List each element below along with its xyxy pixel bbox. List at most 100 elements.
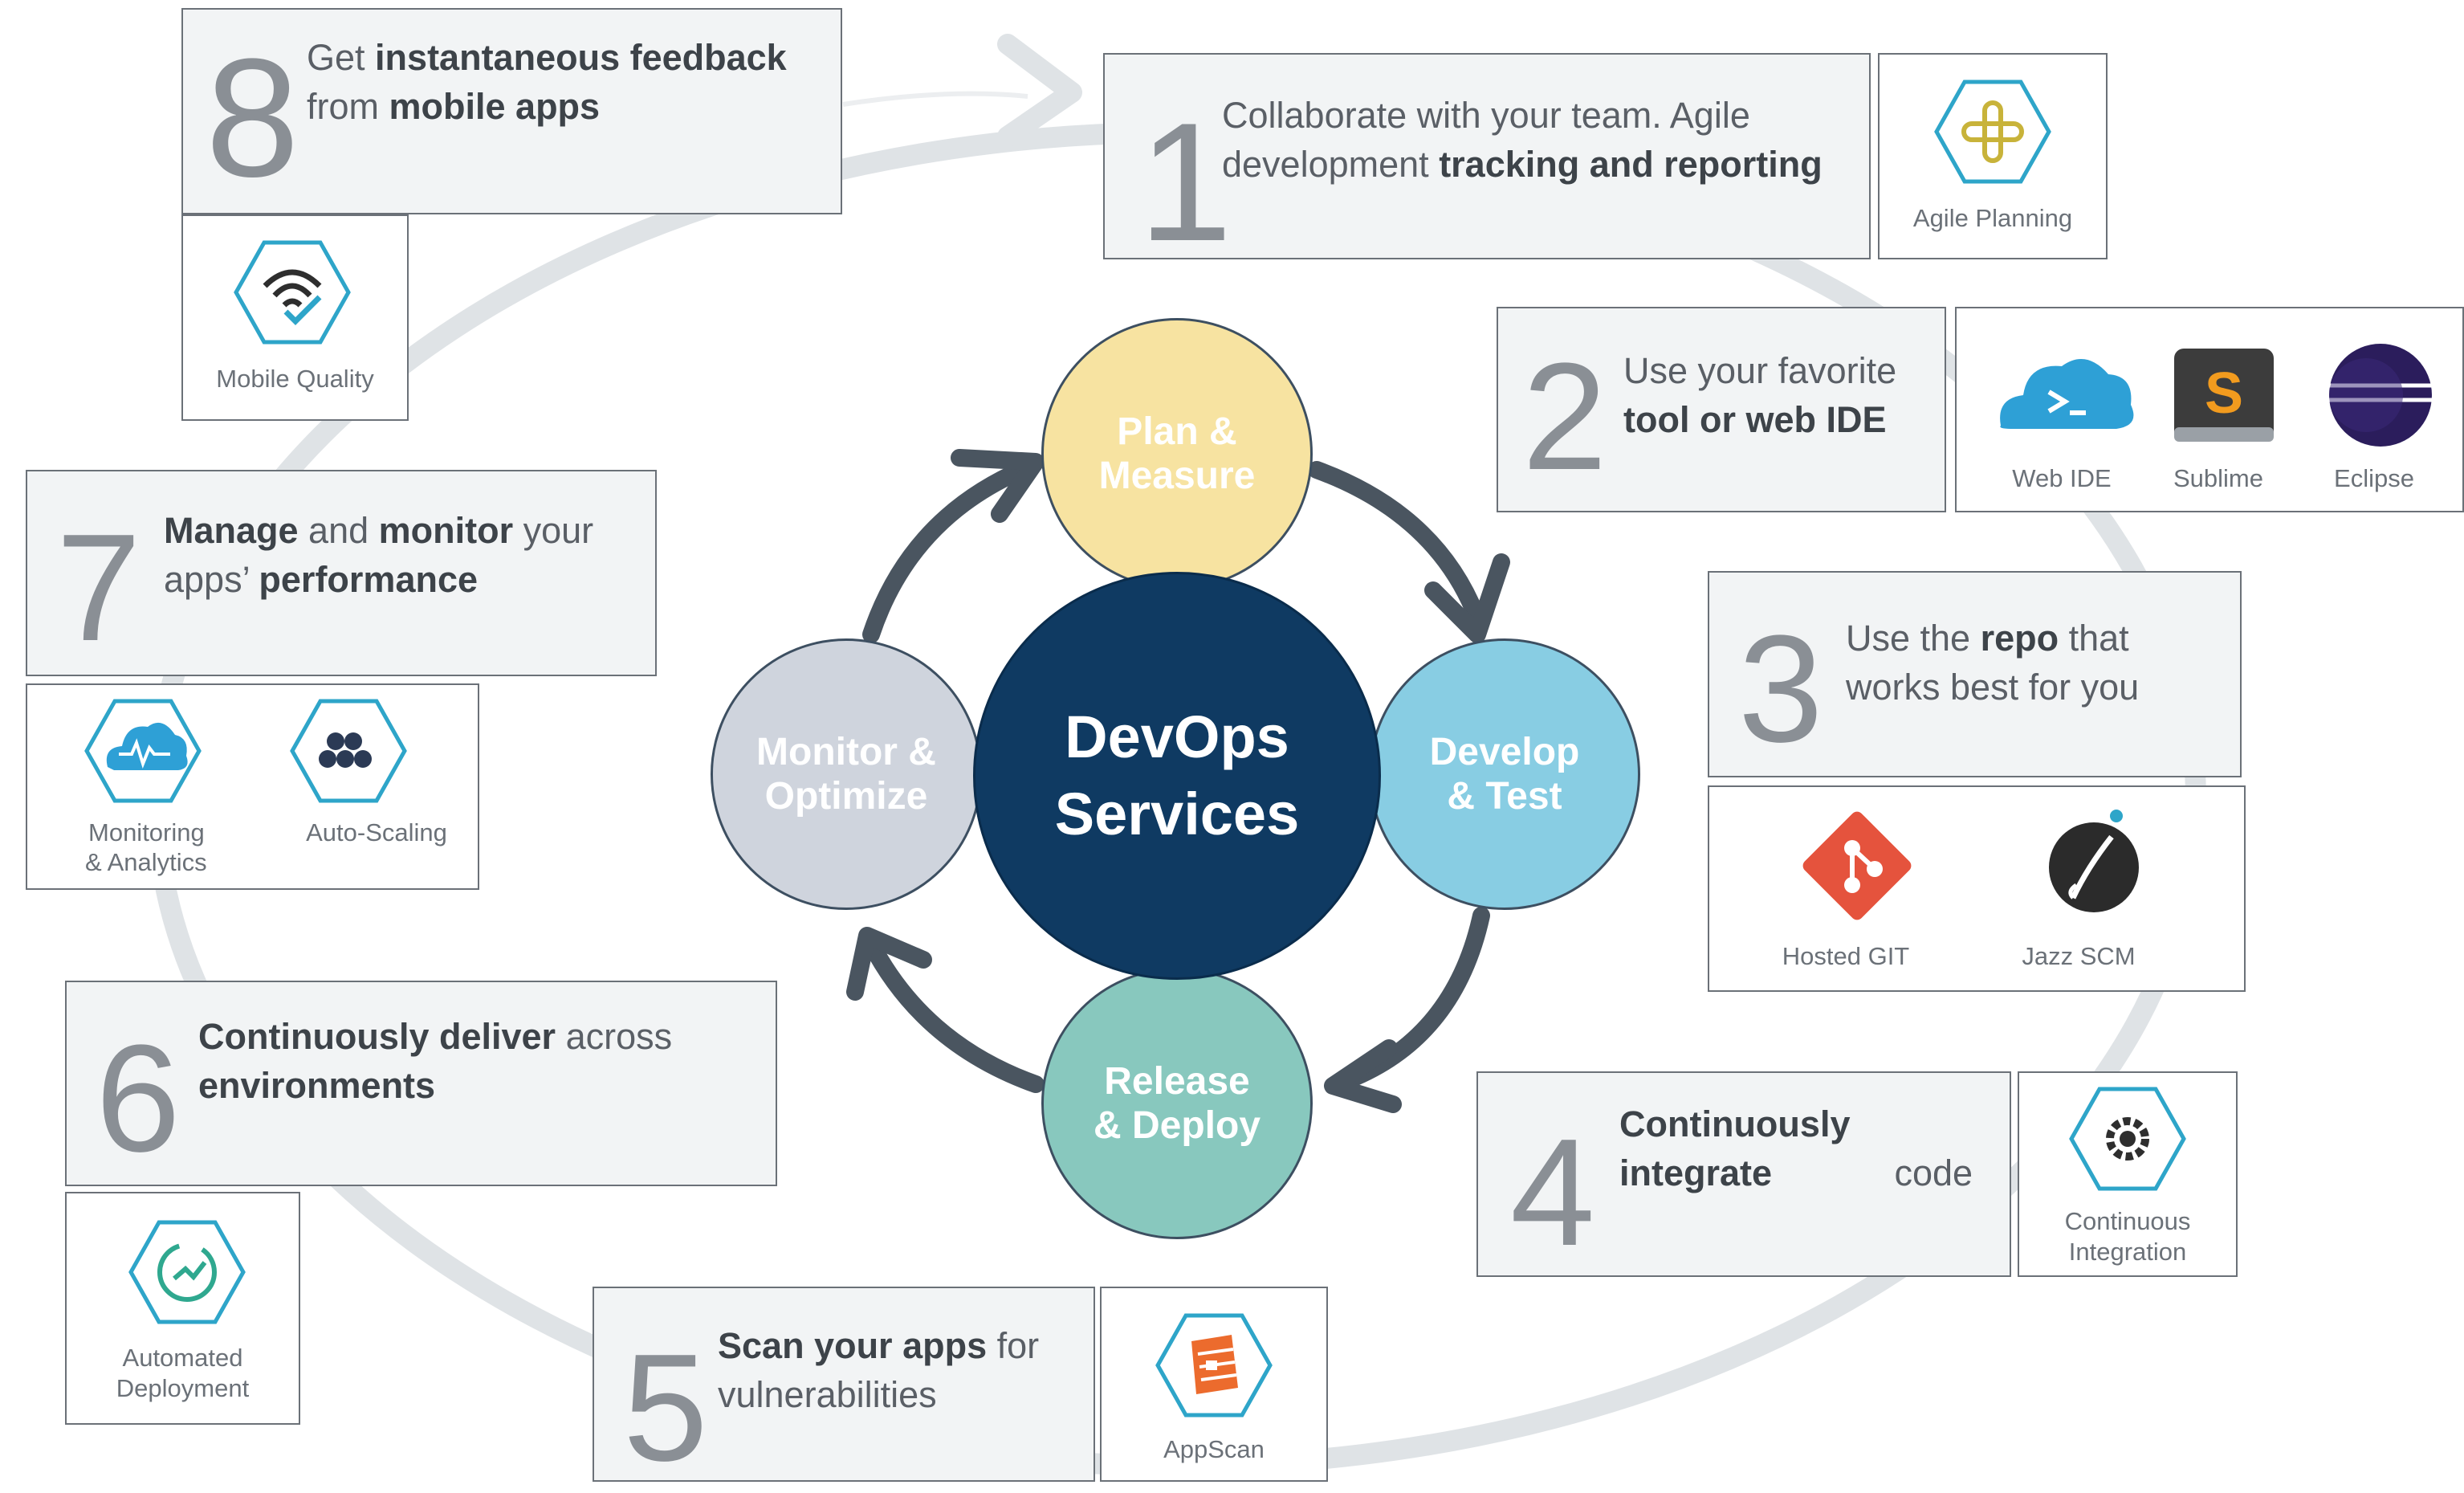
step-3-text: Use the repo that works best for you [1846, 614, 2223, 712]
step-text-bold: Continuously deliver [198, 1016, 556, 1057]
tools-monitoring-panel: Monitoring & Analytics Auto-Scaling [26, 683, 479, 890]
hub-title-line2: Services [1054, 781, 1300, 847]
mobile-quality-icon [236, 243, 348, 342]
arrowhead-plan [951, 449, 1045, 523]
sublime-icon: S [2174, 349, 2274, 442]
tool-label-jazz-scm[interactable]: Jazz SCM [2022, 942, 2136, 970]
step-number: 7 [56, 503, 141, 673]
step-8-text: Get instantaneous feedback from mobile a… [307, 34, 837, 132]
step-text-part: across [556, 1016, 673, 1057]
step-text-bold: performance [259, 558, 479, 600]
step-text-bold: repo [1980, 618, 2059, 659]
step-text-part: that works best for you [1846, 618, 2140, 708]
arrowhead-release [1324, 1039, 1402, 1113]
phase-plan-line2: Measure [1098, 455, 1256, 497]
auto-scaling-icon [292, 701, 405, 801]
step-text-bold: instantaneous feedback [375, 37, 787, 78]
tool-label-line2: Integration [2068, 1238, 2187, 1266]
tool-label: Agile Planning [1912, 204, 2073, 232]
step-1-text: Collaborate with your team. Agile develo… [1222, 92, 1864, 190]
hub-title-line1: DevOps [1065, 703, 1289, 770]
step-6-card: 6 Continuously deliver across environmen… [65, 981, 777, 1186]
monitoring-analytics-icon [87, 701, 199, 801]
hosted-git-icon [1802, 811, 1912, 920]
step-text-part: from [307, 85, 389, 127]
web-ide-icon [2000, 359, 2134, 429]
step-7-text: Manage and monitor your apps’ performanc… [164, 507, 646, 605]
step-1-card: 1 Collaborate with your team. Agile deve… [1103, 53, 1871, 267]
step-text-bold: monitor [378, 510, 514, 551]
phase-release-line2: & Deploy [1093, 1104, 1261, 1147]
step-6-text: Continuously deliver across environments [198, 1013, 760, 1111]
tool-label-line2: Deployment [116, 1374, 250, 1402]
step-text-bold: environments [198, 1064, 436, 1106]
arrow-monitor-to-plan [862, 457, 1041, 643]
tool-label-monitoring-line2[interactable]: & Analytics [85, 848, 207, 876]
step-text-bold: Scan your apps [718, 1325, 988, 1366]
tool-label-monitoring-line1[interactable]: Monitoring [88, 818, 205, 846]
step-7-card: 7 Manage and monitor your apps’ performa… [26, 470, 657, 676]
step-text-part: your apps’ [164, 510, 594, 600]
tool-label-web-ide[interactable]: Web IDE [2012, 464, 2112, 492]
eclipse-icon [2329, 344, 2432, 447]
step-4-text: Continuously integrate code [1619, 1100, 1997, 1198]
phase-develop-line2: & Test [1447, 775, 1562, 818]
step-number: 2 [1522, 332, 1607, 502]
tool-label-eclipse[interactable]: Eclipse [2334, 464, 2414, 492]
step-2-card: 2 Use your favorite tool or web IDE [1497, 307, 1946, 512]
arrow-plan-to-develop [1308, 461, 1486, 627]
step-text-part: Use the [1846, 618, 1981, 659]
tools-repo-panel: Hosted GIT Jazz SCM [1708, 785, 2246, 992]
tool-label-auto-scaling[interactable]: Auto-Scaling [306, 818, 447, 846]
step-3-card: 3 Use the repo that works best for you [1708, 571, 2242, 777]
arrow-release-to-monitor [862, 935, 1045, 1093]
jazz-scm-icon [2049, 810, 2139, 912]
phase-plan-measure[interactable]: Plan &Measure [1041, 318, 1313, 589]
agile-planning-icon [1937, 82, 2049, 182]
step-text-part: Get [307, 37, 376, 78]
arrowhead-monitor [846, 927, 932, 1001]
step-text-part: and [298, 510, 379, 551]
step-text-bold: tool or web IDE [1623, 398, 1887, 440]
appscan-icon [1158, 1316, 1270, 1415]
phase-plan-line1: Plan & [1117, 410, 1237, 453]
step-number: 3 [1738, 604, 1823, 774]
continuous-integration-icon [2071, 1089, 2184, 1189]
arrowhead-develop [1424, 553, 1510, 643]
step-text-bold: mobile apps [389, 85, 601, 127]
tool-label-hosted-git[interactable]: Hosted GIT [1782, 942, 1910, 970]
step-text-bold: Manage [164, 510, 299, 551]
step-5-card: 5 Scan your apps for vulnerabilities [593, 1287, 1095, 1493]
step-number: 5 [623, 1323, 708, 1493]
step-text-bold: tracking and reporting [1439, 143, 1823, 185]
ring-arrowhead [997, 34, 1082, 147]
step-number: 4 [1510, 1108, 1595, 1278]
phase-monitor-optimize[interactable]: Monitor &Optimize [711, 638, 982, 910]
step-5-text: Scan your apps for vulnerabilities [718, 1322, 1087, 1420]
step-text-part: Collaborate with your team. Agile develo… [1222, 95, 1750, 185]
step-4-card: 4 Continuously integrate code [1476, 1071, 2011, 1277]
phase-release-line1: Release [1104, 1060, 1250, 1103]
tool-label: AppScan [1163, 1435, 1265, 1463]
step-text-bold: Continuously integrate [1619, 1103, 1851, 1193]
step-text-part: for vulnerabilities [718, 1325, 1040, 1415]
automated-deployment-icon [131, 1222, 243, 1322]
svg-text:S: S [2205, 361, 2243, 426]
step-number: 6 [96, 1014, 181, 1184]
step-8-card: 8 Get instantaneous feedback from mobile… [181, 8, 842, 214]
step-number: 8 [206, 23, 299, 212]
tool-label-line1: Automated [122, 1344, 243, 1372]
step-text-part: code [1884, 1152, 1973, 1193]
tool-label-line1: Continuous [2064, 1207, 2191, 1235]
phase-monitor-line2: Optimize [764, 775, 928, 818]
step-2-text: Use your favorite tool or web IDE [1623, 347, 1945, 445]
step-number: 1 [1138, 88, 1232, 276]
phase-develop-test[interactable]: Develop& Test [1369, 638, 1640, 910]
tool-label-sublime[interactable]: Sublime [2173, 464, 2263, 492]
phase-monitor-line1: Monitor & [756, 731, 936, 773]
tool-label: Mobile Quality [216, 365, 374, 393]
phase-release-deploy[interactable]: Release& Deploy [1041, 968, 1313, 1239]
